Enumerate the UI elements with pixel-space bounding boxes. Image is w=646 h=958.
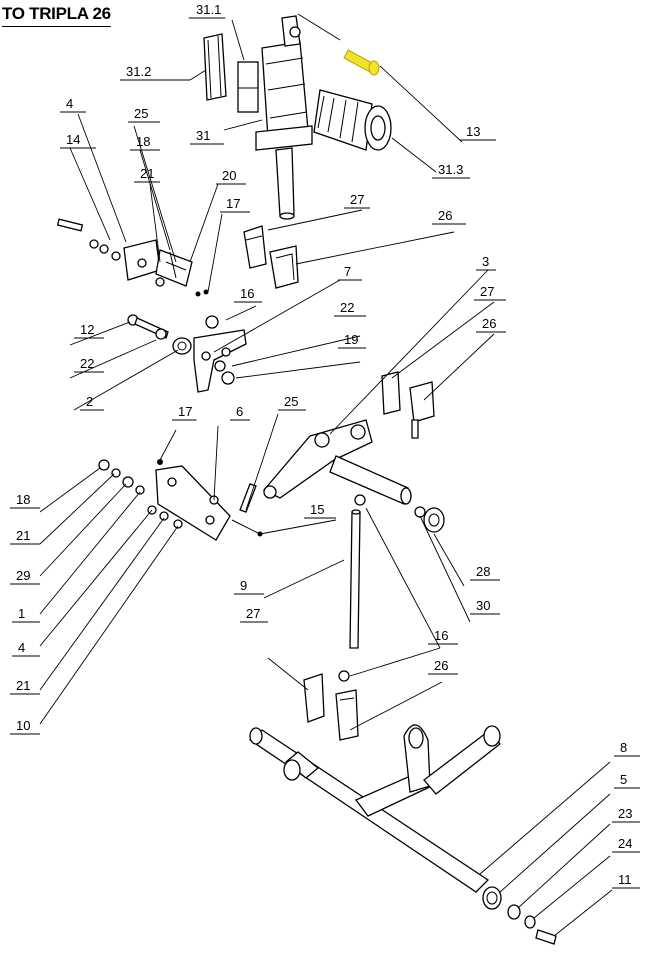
- highlighted-screw: [343, 49, 380, 76]
- label-30: 30: [476, 598, 490, 613]
- linkage-arm: [262, 371, 445, 533]
- label-3: 3: [482, 254, 489, 269]
- label-17-top: 17: [226, 196, 240, 211]
- label-21-low: 21: [16, 678, 30, 693]
- page-title: TO TRIPLA 26: [2, 4, 111, 27]
- pivot-bolt-assembly: [127, 314, 247, 393]
- label-4-left: 4: [18, 640, 25, 655]
- label-6: 6: [236, 404, 243, 419]
- label-16-low: 16: [434, 628, 448, 643]
- label-31: 31: [196, 128, 210, 143]
- label-21-top: 21: [140, 166, 154, 181]
- label-9: 9: [240, 578, 247, 593]
- label-24: 24: [618, 836, 632, 851]
- label-7: 7: [344, 264, 351, 279]
- label-27-low: 27: [246, 606, 260, 621]
- main-axle: [248, 724, 557, 945]
- leader-lines: [39, 13, 613, 937]
- label-21-left: 21: [16, 528, 30, 543]
- label-15: 15: [310, 502, 324, 517]
- label-8: 8: [620, 740, 627, 755]
- label-29: 29: [16, 568, 30, 583]
- label-22-right: 22: [340, 300, 354, 315]
- label-23: 23: [618, 806, 632, 821]
- label-14: 14: [66, 132, 80, 147]
- label-31-2: 31.2: [126, 64, 151, 79]
- label-11: 11: [618, 872, 632, 887]
- upper-bracket-assembly: [56, 218, 209, 297]
- left-link-plate: [98, 459, 263, 541]
- label-13: 13: [466, 124, 480, 139]
- label-27-mid: 27: [480, 284, 494, 299]
- label-5: 5: [620, 772, 627, 787]
- label-31-3: 31.3: [438, 162, 463, 177]
- clevis-upper: [243, 225, 299, 289]
- label-12: 12: [80, 322, 94, 337]
- actuator-assembly: [203, 15, 392, 220]
- label-22-left: 22: [80, 356, 94, 371]
- label-18-top: 18: [136, 134, 150, 149]
- label-18-left: 18: [16, 492, 30, 507]
- label-10: 10: [16, 718, 30, 733]
- label-25-mid: 25: [284, 394, 298, 409]
- label-28: 28: [476, 564, 490, 579]
- label-26-low: 26: [434, 658, 448, 673]
- label-16-top: 16: [240, 286, 254, 301]
- label-27-top: 27: [350, 192, 364, 207]
- label-19: 19: [344, 332, 358, 347]
- vertical-shaft: [338, 494, 366, 682]
- label-26-top: 26: [438, 208, 452, 223]
- label-17-mid: 17: [178, 404, 192, 419]
- clevis-lower: [303, 673, 359, 741]
- label-1: 1: [18, 606, 25, 621]
- label-2: 2: [86, 394, 93, 409]
- label-4-top: 4: [66, 96, 73, 111]
- label-25-top: 25: [134, 106, 148, 121]
- label-31-1: 31.1: [196, 2, 221, 17]
- label-26-mid: 26: [482, 316, 496, 331]
- label-20: 20: [222, 168, 236, 183]
